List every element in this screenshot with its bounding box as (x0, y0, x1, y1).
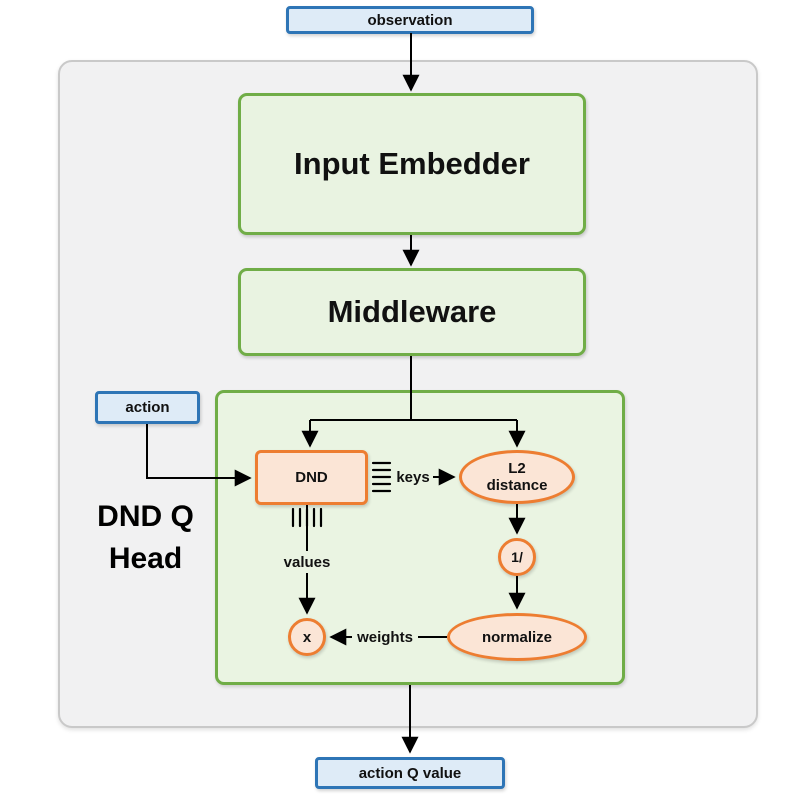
l2-distance-node: L2 distance (459, 450, 575, 504)
values-label: values (279, 551, 335, 573)
multiply-node: x (288, 618, 326, 656)
keys-label: keys (396, 468, 430, 486)
dnd-q-head-title: DND Q Head (68, 496, 223, 580)
dnd-q-head-title-line2: Head (108, 542, 183, 575)
dnd-q-head-title-line1: DND Q (97, 500, 194, 533)
middleware-node: Middleware (238, 268, 586, 356)
weights-label: weights (352, 626, 418, 648)
action-node: action (95, 391, 200, 424)
observation-node: observation (286, 6, 534, 34)
dnd-node: DND (255, 450, 368, 505)
normalize-node: normalize (447, 613, 587, 661)
reciprocal-node: 1/ (498, 538, 536, 576)
l2-distance-label: L2 distance (486, 459, 548, 494)
action-q-value-node: action Q value (315, 757, 505, 789)
input-embedder-node: Input Embedder (238, 93, 586, 235)
